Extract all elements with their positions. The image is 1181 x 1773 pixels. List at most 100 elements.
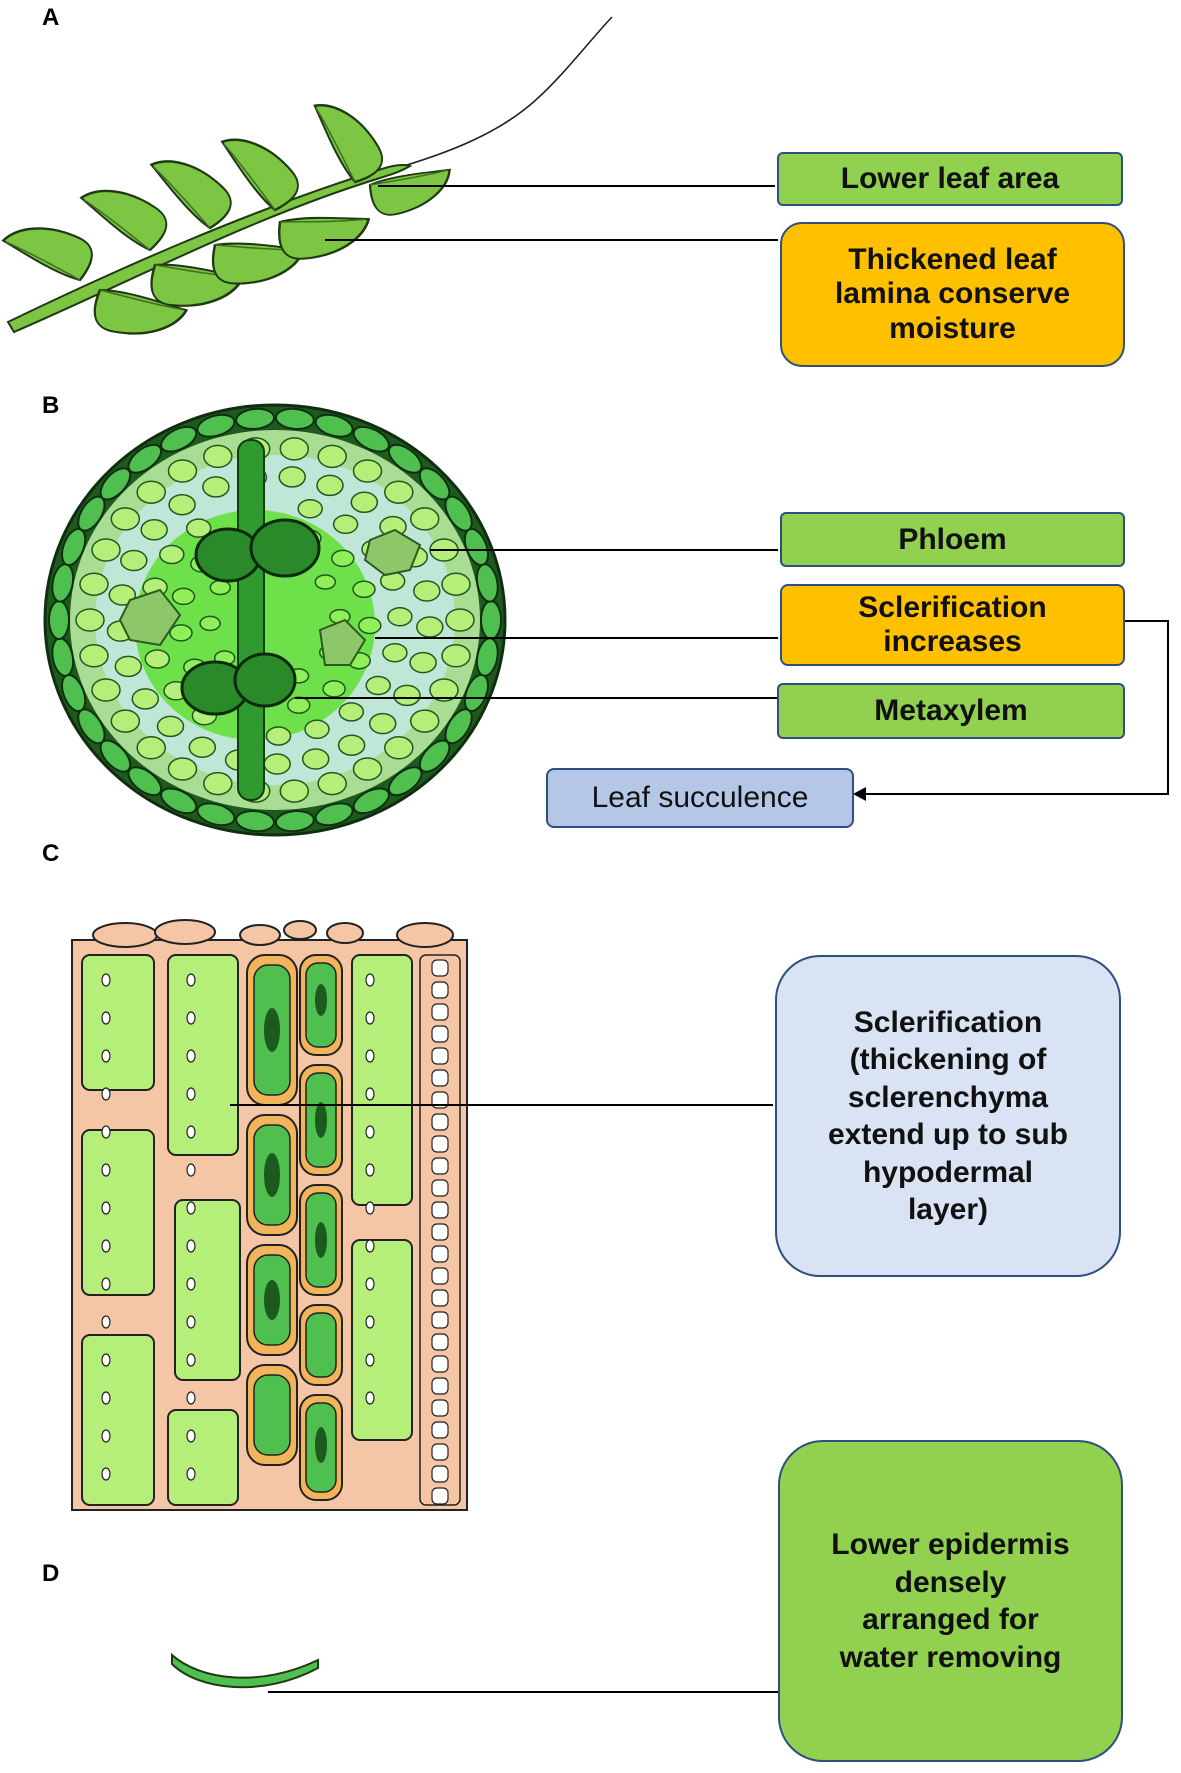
tissue-longitudinal-section — [71, 919, 468, 1511]
parenchyma-cell — [352, 459, 383, 483]
parenchyma-cell — [265, 726, 292, 746]
parenchyma-cell — [317, 771, 347, 796]
parenchyma-cell — [278, 466, 306, 488]
cell-pit — [101, 1315, 111, 1329]
label-lower-epidermis: Lower epidermis densely arranged for wat… — [778, 1440, 1123, 1762]
epidermis-cell — [196, 802, 236, 827]
cell-pit — [431, 1465, 449, 1483]
epidermis-cell — [480, 600, 502, 640]
epidermis-cell — [160, 425, 198, 453]
parenchyma-cell — [352, 757, 383, 781]
parenchyma-cell — [337, 734, 366, 756]
cell-pit — [101, 1163, 111, 1177]
parenchyma-cell — [91, 678, 121, 702]
parenchyma-cell — [413, 580, 441, 602]
parenchyma-cell — [167, 757, 198, 781]
parenchyma-cell — [384, 480, 414, 504]
cell-pit — [365, 1049, 375, 1063]
cell-pit — [431, 1135, 449, 1153]
cell-pit — [431, 1355, 449, 1373]
cell-pit — [186, 1011, 196, 1025]
parenchyma-cell — [91, 538, 121, 562]
label-leaf-succulence: Leaf succulence — [546, 768, 854, 828]
label-text: Thickened leaf lamina conserve moisture — [834, 242, 1071, 345]
leaf-cross-section — [43, 403, 507, 837]
cell-pit — [431, 1399, 449, 1417]
label-lower-leaf-area: Lower leaf area — [777, 152, 1123, 206]
cell-pit — [431, 1179, 449, 1197]
cell-pit — [101, 1391, 111, 1405]
parenchyma-cell — [286, 696, 311, 714]
cell-pit — [431, 959, 449, 977]
parenchyma-cell — [79, 644, 109, 668]
cell-pit — [365, 1315, 375, 1329]
epidermis-cell — [352, 787, 390, 815]
cell-pit — [365, 1011, 375, 1025]
parenchyma-cell — [365, 675, 391, 696]
parenchyma-cell — [316, 474, 344, 497]
cell-pit — [186, 1315, 196, 1329]
cell-pit — [186, 1201, 196, 1215]
epidermis-cell — [196, 413, 236, 438]
cell-pit — [101, 1087, 111, 1101]
cell-pit — [365, 973, 375, 987]
parenchyma-cell — [358, 616, 382, 635]
epidermis-cell — [352, 425, 390, 453]
parenchyma-cell — [332, 514, 359, 535]
parenchyma-cell — [209, 579, 232, 596]
parenchyma-cell — [203, 444, 233, 469]
vascular-strand — [180, 439, 321, 801]
label-phloem: Phloem — [780, 512, 1125, 567]
cell-pit — [431, 1487, 449, 1505]
cell-pit — [186, 1087, 196, 1101]
leaflet-upper-4 — [220, 133, 302, 216]
parenchyma-cell — [171, 587, 196, 606]
cell-pit — [365, 1163, 375, 1177]
label-text: Lower epidermis densely arranged for wat… — [831, 1528, 1070, 1674]
leader-lines — [230, 185, 1169, 1693]
parenchyma-cell — [350, 491, 379, 514]
epidermis-cell — [274, 809, 315, 833]
parenchyma-cell — [297, 498, 323, 519]
cell-pit — [431, 1333, 449, 1351]
parenchyma-cell — [429, 678, 459, 702]
parenchyma-cell — [441, 644, 471, 668]
cell-pit — [101, 1201, 111, 1215]
cell-pit — [431, 1443, 449, 1461]
parenchyma-cell — [304, 719, 330, 740]
parenchyma-cell — [169, 624, 193, 642]
cell-pit — [101, 1429, 111, 1443]
parenchyma-cell — [314, 574, 337, 590]
cell-pit — [431, 1289, 449, 1307]
cell-pit — [431, 981, 449, 999]
parenchyma-cell — [185, 518, 212, 538]
parenchyma-cell — [445, 608, 475, 632]
parenchyma-cell — [156, 715, 185, 738]
cell-pit — [186, 1391, 196, 1405]
cell-pit — [101, 973, 111, 987]
parenchyma-cell — [416, 616, 444, 638]
parenchyma-cell — [114, 655, 143, 678]
parenchyma-cell — [263, 753, 291, 775]
cell-pit — [186, 1277, 196, 1291]
panel-letter-b: B — [42, 392, 60, 419]
parenchyma-cell — [79, 572, 109, 596]
parenchyma-cell — [301, 748, 330, 770]
phloem-clusters — [118, 528, 422, 666]
parenchyma-cell — [110, 709, 141, 733]
cell-pit — [365, 1125, 375, 1139]
cell-pit — [431, 1069, 449, 1087]
parenchyma-cell — [136, 736, 166, 760]
cell-pit — [186, 1429, 196, 1443]
parenchyma-cell — [75, 608, 105, 632]
label-text: Sclerification (thickening of sclerenchy… — [828, 1005, 1068, 1227]
cell-pit — [365, 1277, 375, 1291]
parenchyma-cells — [75, 437, 475, 803]
cell-pit — [186, 1239, 196, 1253]
label-metaxylem: Metaxylem — [777, 683, 1125, 739]
parenchyma-cell — [387, 606, 413, 627]
cell-pit — [101, 1277, 111, 1291]
pinnate-leaf-drawing — [1, 16, 613, 363]
epidermis-cell — [418, 739, 451, 773]
cell-pit — [431, 1157, 449, 1175]
